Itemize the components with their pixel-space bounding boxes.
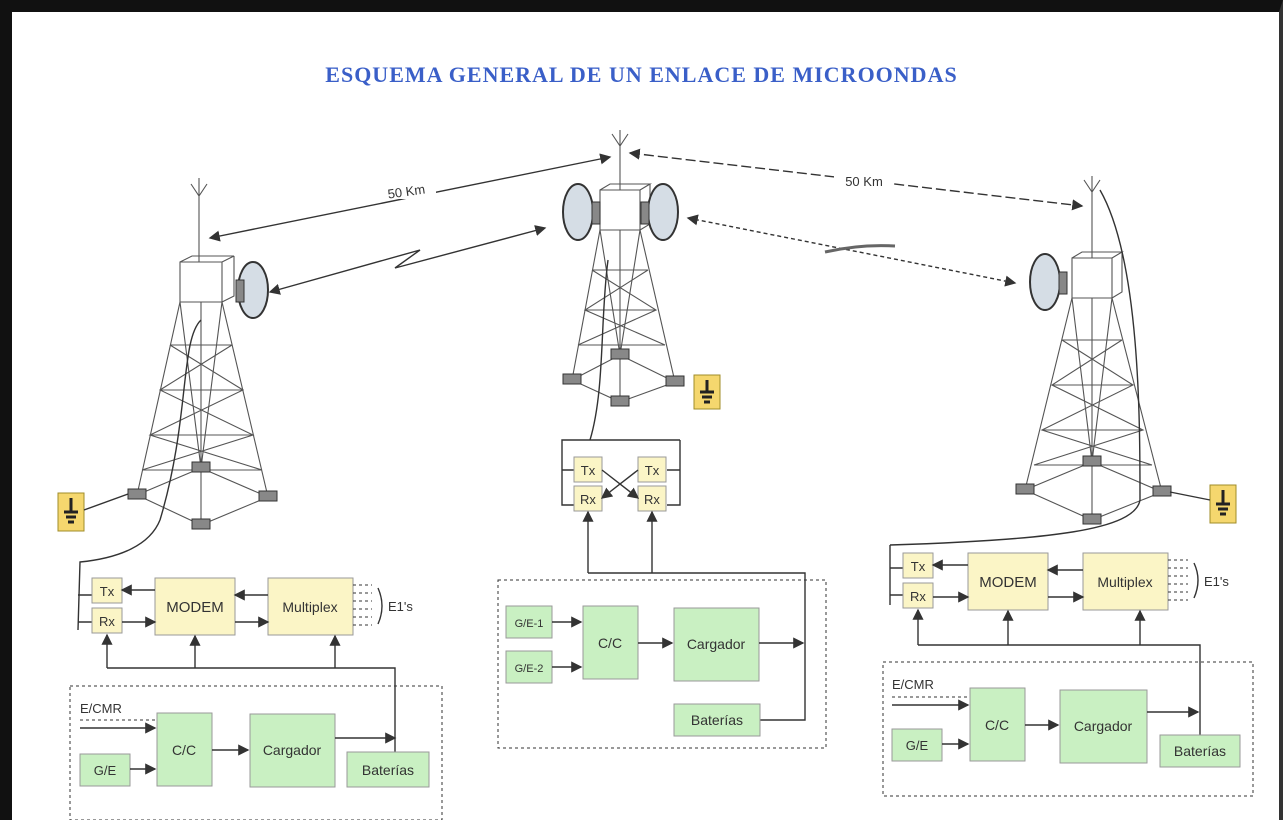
rx-label-1: Rx [580, 492, 596, 507]
tower-center [562, 130, 685, 441]
ground-icon-center [693, 374, 721, 410]
multiplex-box [1082, 552, 1169, 611]
dish-antenna-left-icon [562, 183, 594, 241]
interference-mark [824, 244, 896, 254]
center-station: Tx Rx Tx Rx G/E-1 G/E-2 C/C Cargador Bat… [497, 439, 827, 749]
batteries-box [346, 751, 430, 788]
radio-links: 50 Km 50 Km [208, 148, 1084, 295]
e1-label: E1's [388, 599, 413, 614]
charger-box [249, 713, 336, 788]
dish-antenna-right-icon [647, 183, 679, 241]
ge1-label: G/E-1 [515, 618, 544, 630]
batteries-box [673, 703, 761, 737]
multiplex-label: Multiplex [1097, 574, 1152, 590]
modem-box [154, 577, 236, 636]
tx-label-2: Tx [645, 463, 660, 478]
rx-box [91, 607, 123, 634]
charger-label: Cargador [1074, 718, 1133, 734]
link-left-dish [268, 225, 547, 295]
rx-box [902, 582, 934, 609]
rx-label: Rx [910, 589, 926, 604]
tx-box [91, 577, 123, 604]
rx-label: Rx [99, 614, 115, 629]
tower-left [127, 178, 278, 530]
cc-label: C/C [598, 635, 622, 651]
e1-label: E1's [1204, 574, 1229, 589]
batteries-box [1159, 734, 1241, 768]
right-station: Tx Rx MODEM Multiplex E1's E/CMR G/E C/C… [882, 545, 1254, 797]
charger-box [1059, 689, 1148, 764]
power-system-box [69, 685, 443, 820]
batteries-label: Baterías [1174, 743, 1226, 759]
ge-box [891, 728, 943, 762]
tx-label: Tx [911, 559, 926, 574]
link-right-dish [686, 214, 1017, 287]
distance-label-right: 50 Km [845, 174, 883, 189]
cc-label: C/C [172, 742, 196, 758]
ge2-label: G/E-2 [515, 663, 544, 675]
modem-label: MODEM [979, 574, 1037, 591]
tower-right [889, 176, 1172, 546]
left-station: Tx Rx MODEM Multiplex E1's E/CMR G/E C/C… [69, 519, 443, 820]
multiplex-label: Multiplex [282, 599, 337, 615]
charger-label: Cargador [687, 636, 746, 652]
cc-box [969, 687, 1026, 762]
power-system-box [497, 579, 827, 749]
batteries-label: Baterías [362, 762, 414, 778]
ge-box [79, 753, 131, 787]
rx-box-1 [573, 485, 603, 512]
ge2-box [505, 650, 553, 684]
batteries-label: Baterías [691, 712, 743, 728]
ge-label: G/E [94, 763, 117, 778]
ground-icon-left [57, 492, 129, 532]
tx-box-2 [637, 456, 667, 483]
tx-box-1 [573, 456, 603, 483]
charger-box [673, 607, 760, 682]
tx-label: Tx [100, 584, 115, 599]
ecmr-label: E/CMR [80, 701, 122, 716]
tx-label-1: Tx [581, 463, 596, 478]
charger-label: Cargador [263, 742, 322, 758]
dish-antenna-icon [1029, 253, 1061, 311]
diagram-title: ESQUEMA GENERAL DE UN ENLACE DE MICROOND… [325, 62, 958, 87]
modem-label: MODEM [166, 599, 224, 616]
cc-label: C/C [985, 717, 1009, 733]
modem-box [967, 552, 1049, 611]
ecmr-label: E/CMR [892, 677, 934, 692]
rx-label-2: Rx [644, 492, 660, 507]
ge-label: G/E [906, 738, 929, 753]
multiplex-box [267, 577, 354, 636]
ground-icon-right [1169, 484, 1237, 524]
distance-label-left: 50 Km [387, 182, 426, 202]
